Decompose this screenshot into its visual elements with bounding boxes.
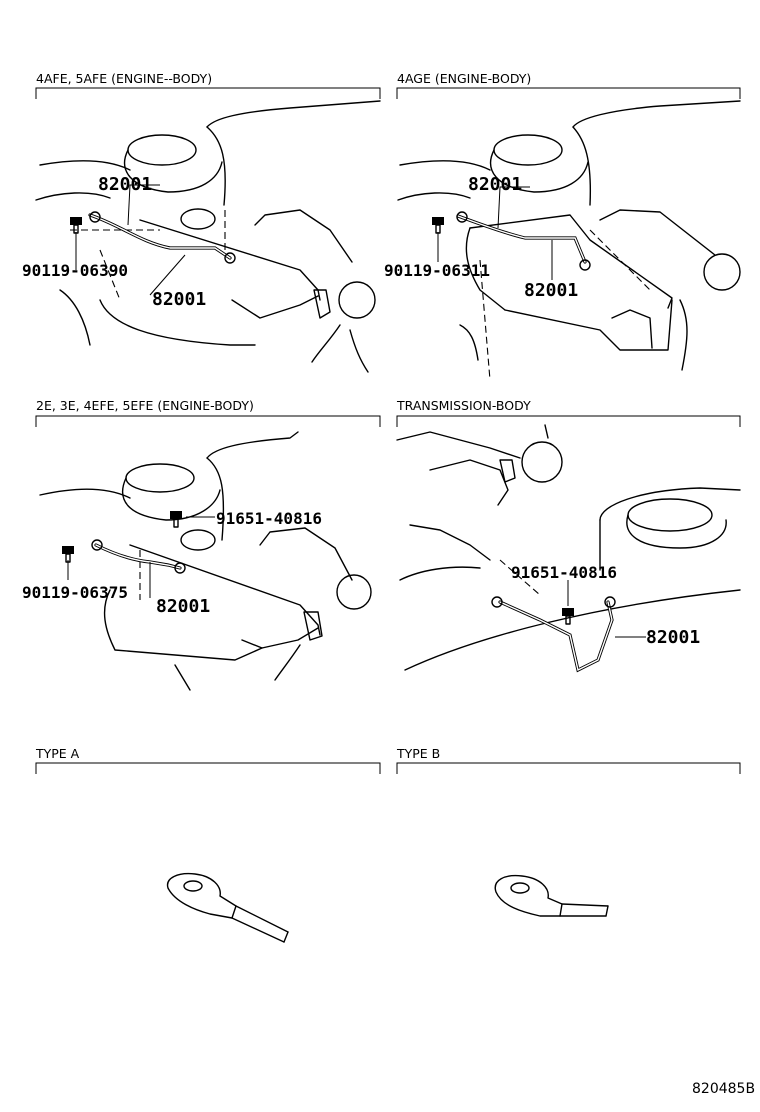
panel-4afe-5afe: 4AFE, 5AFE (ENGINE--BODY) [22, 71, 381, 373]
panel-type-a: TYPE A [35, 746, 381, 943]
part-label: 90119-06390 [22, 261, 128, 280]
panel-header: 4AFE, 5AFE (ENGINE--BODY) [36, 71, 212, 86]
part-label: 82001 [98, 174, 152, 195]
panel-transmission-body: TRANSMISSION-BODY [396, 398, 741, 673]
panel-header: TRANSMISSION-BODY [396, 398, 531, 413]
ground-strap-82001 [456, 211, 591, 271]
header-bracket [396, 87, 741, 99]
header-bracket [35, 415, 381, 427]
ground-strap-82001 [491, 596, 616, 673]
ring-terminal-type-b-icon [494, 874, 609, 917]
part-label: 90119-06311 [384, 261, 490, 280]
leader-line [497, 186, 530, 229]
panel-4age: 4AGE (ENGINE-BODY) [384, 71, 741, 381]
ground-strap-82001 [91, 539, 186, 574]
engine-drawing [39, 431, 372, 691]
header-bracket [35, 762, 381, 774]
engine-drawing [397, 100, 741, 381]
leader-line [149, 254, 186, 296]
figure-code: 820485B [692, 1081, 755, 1097]
engine-drawing [35, 100, 381, 373]
panel-2e-3e-4efe-5efe: 2E, 3E, 4EFE, 5EFE (ENGINE-BODY) [22, 398, 381, 691]
part-label: 82001 [156, 596, 210, 617]
panel-type-b: TYPE B [396, 746, 741, 917]
bolt-90119-icon [432, 217, 444, 234]
leader-line [127, 184, 160, 226]
bolt-90119-icon [70, 217, 82, 234]
part-label: 91651-40816 [511, 563, 617, 582]
part-label: 82001 [152, 289, 206, 310]
part-label: 91651-40816 [216, 509, 322, 528]
ring-terminal-type-a-icon [166, 872, 289, 943]
panel-header: TYPE B [396, 746, 440, 761]
part-label: 82001 [646, 627, 700, 648]
ground-strap-82001 [88, 211, 236, 264]
bolt-90119-icon [62, 546, 74, 563]
panel-header: 2E, 3E, 4EFE, 5EFE (ENGINE-BODY) [36, 398, 254, 413]
bolt-91651-icon [562, 608, 574, 625]
panel-header: 4AGE (ENGINE-BODY) [397, 71, 531, 86]
header-bracket [35, 87, 381, 99]
bolt-91651-icon [170, 511, 182, 528]
header-bracket [396, 415, 741, 427]
part-label: 82001 [524, 280, 578, 301]
part-label: 90119-06375 [22, 583, 128, 602]
panel-header: TYPE A [35, 746, 80, 761]
header-bracket [396, 762, 741, 774]
part-label: 82001 [468, 174, 522, 195]
